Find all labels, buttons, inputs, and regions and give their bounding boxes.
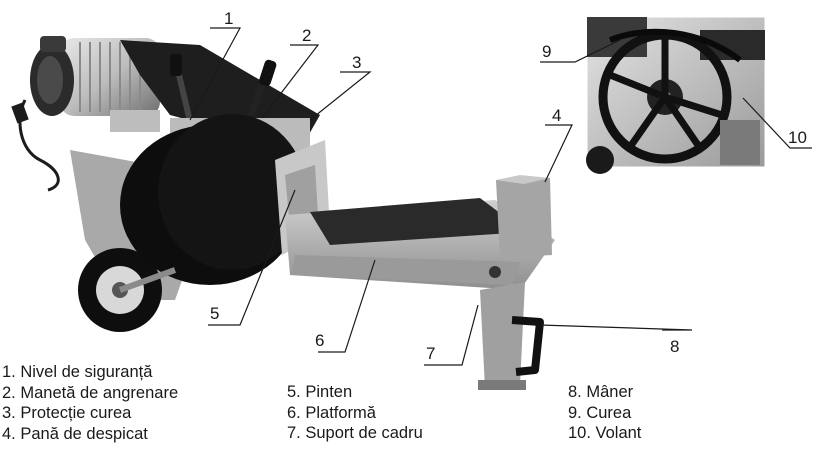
inset-photo: [586, 16, 766, 174]
callout-3: 3: [352, 53, 361, 72]
legend-item-10: 10. Volant: [568, 424, 642, 442]
legend-item-3: 3. Protecție curea: [2, 404, 132, 422]
callout-9: 9: [542, 42, 551, 61]
legend-item-4: 4. Pană de despicat: [2, 424, 148, 443]
callout-2: 2: [302, 26, 311, 45]
legend-item-9: 9. Curea: [568, 403, 632, 422]
legend-item-6: 6. Platformă: [287, 403, 376, 422]
belt: [608, 28, 742, 63]
legend-column-2: 5. Pinten 6. Platformă 7. Suport de cadr…: [287, 382, 423, 444]
callout-6: 6: [315, 331, 324, 350]
leader-lines: [189, 27, 812, 366]
callout-10: 10: [788, 128, 807, 147]
legend-column-3: 8. Mâner 9. Curea 10. Volant: [568, 382, 641, 444]
front-leg: [480, 282, 525, 388]
machine-photo: [11, 36, 555, 390]
legend-item-1: 1. Nivel de siguranță: [2, 363, 153, 381]
callout-8: 8: [670, 337, 679, 356]
legend-item-2: 2. Manetă de angrenare: [2, 383, 179, 402]
legend-item-5: 5. Pinten: [287, 383, 353, 401]
legend-item-7: 7. Suport de cadru: [287, 424, 423, 442]
callout-1: 1: [224, 9, 233, 28]
platform-top: [310, 198, 525, 245]
splitting-wedge: [496, 178, 552, 258]
handle: [511, 316, 544, 376]
callout-7: 7: [426, 344, 435, 363]
callout-5: 5: [210, 304, 219, 323]
callout-4: 4: [552, 106, 561, 125]
legend-column-1: 1. Nivel de siguranță 2. Manetă de angre…: [2, 362, 178, 444]
legend-item-8: 8. Mâner: [568, 383, 634, 401]
